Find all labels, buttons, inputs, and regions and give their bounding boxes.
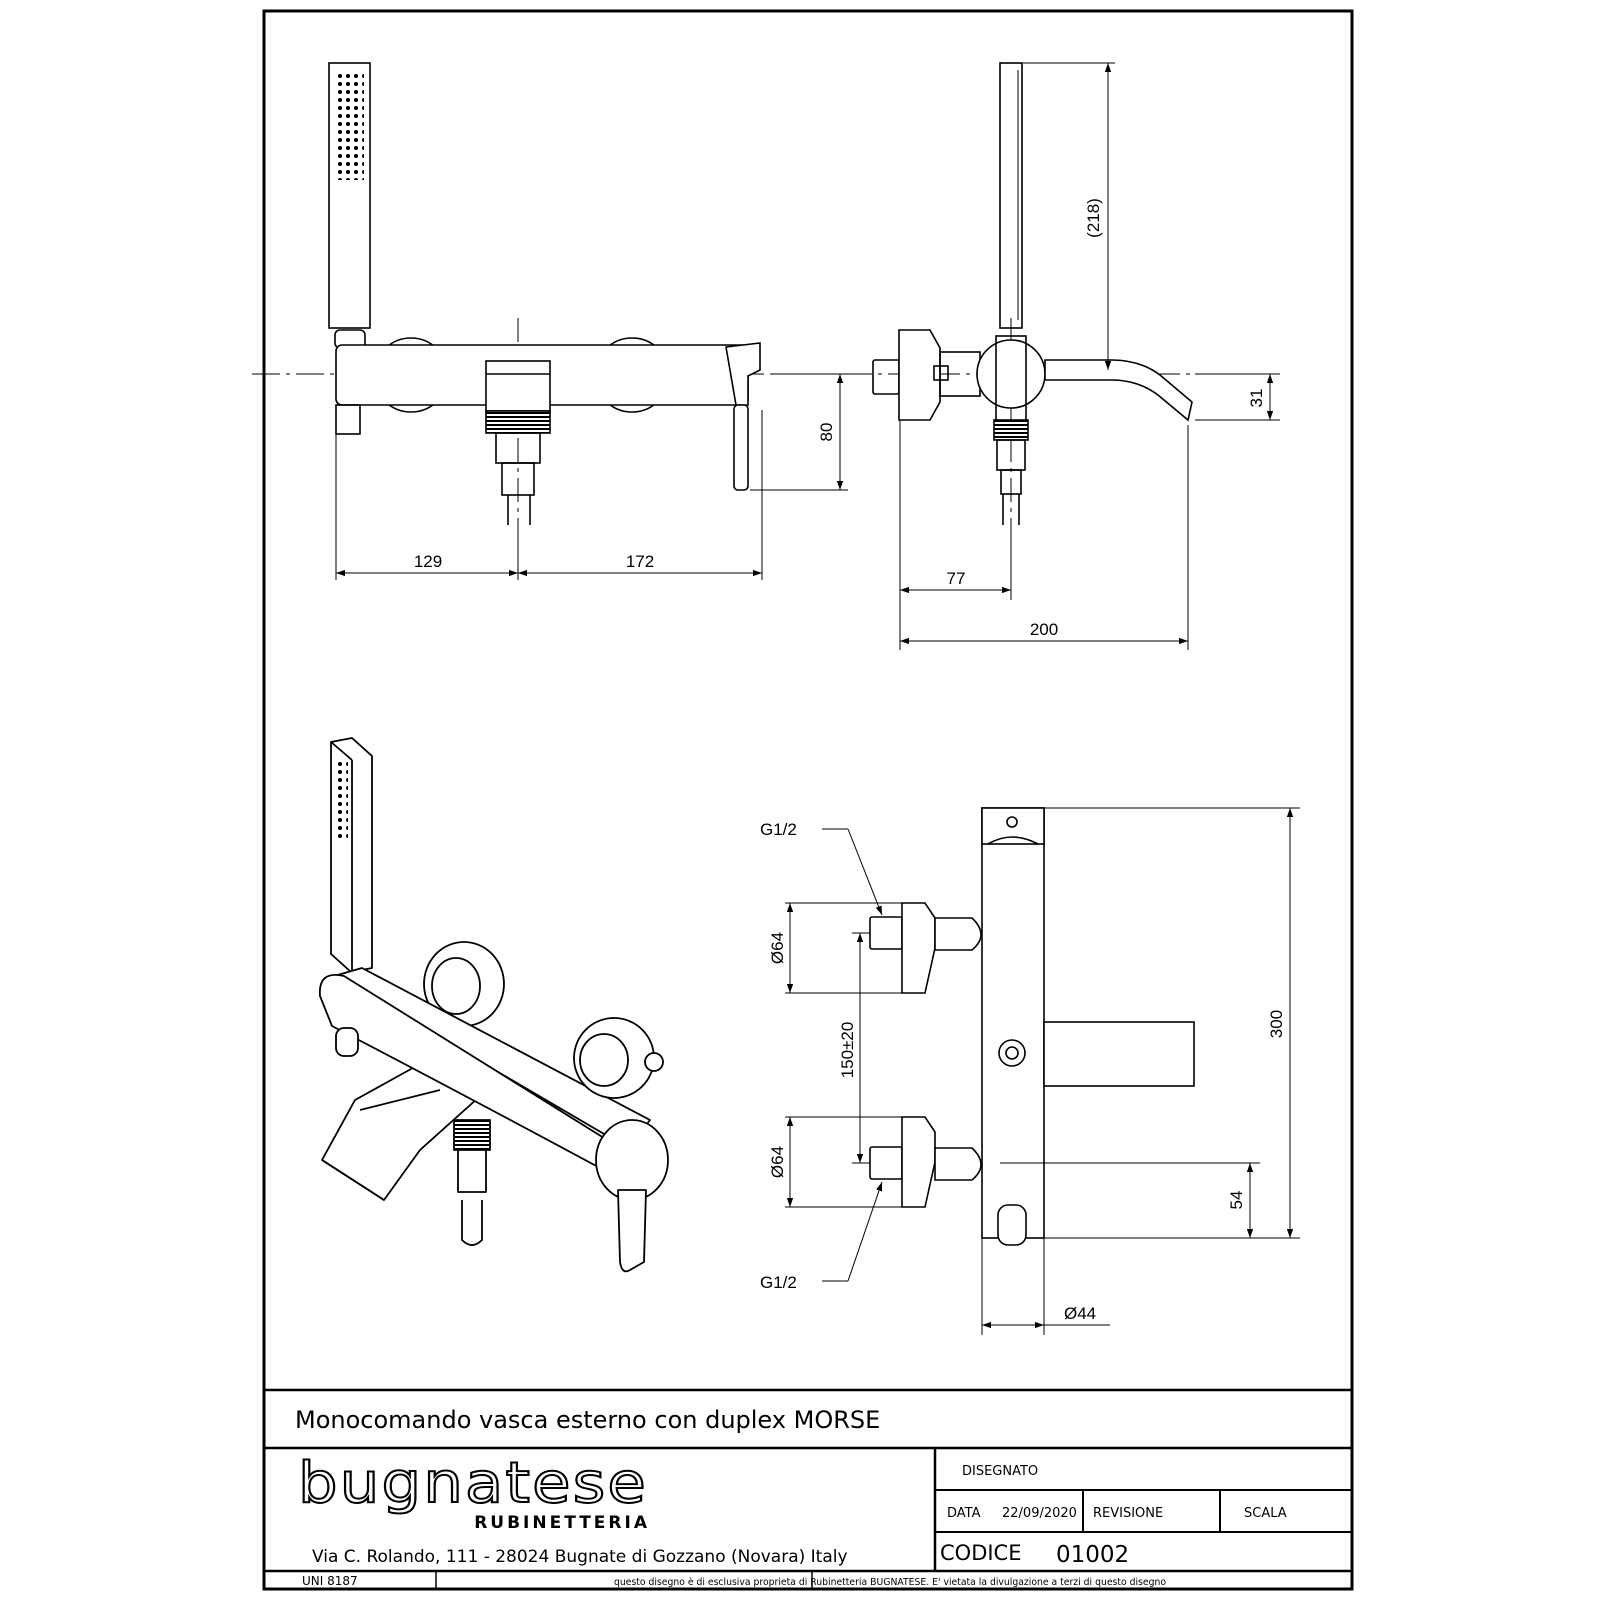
dim-side-hose: (218)	[1084, 198, 1103, 238]
standard-label: UNI 8187	[302, 1574, 358, 1588]
dim-side-spout: 31	[1247, 389, 1266, 408]
dim-front-height: 80	[817, 423, 836, 442]
dim-side-total: 200	[1030, 620, 1058, 639]
dim-front-left: 129	[414, 552, 442, 571]
scala-label: SCALA	[1244, 1506, 1287, 1521]
dim-front-right: 172	[626, 552, 654, 571]
data-label: DATA	[947, 1506, 981, 1521]
side-view-dimensions	[899, 62, 1280, 650]
thread-label-bottom: G1/2	[760, 1273, 797, 1292]
codice-label: CODICE	[940, 1541, 1022, 1565]
title-block	[264, 1388, 1352, 1589]
data-value: 22/09/2020	[1002, 1506, 1077, 1521]
dim-diameter-upper: Ø64	[768, 932, 787, 964]
disegnato-label: DISEGNATO	[962, 1464, 1038, 1479]
dim-body-diameter: Ø44	[1064, 1304, 1096, 1323]
dim-inlet-centers: 150±20	[838, 1022, 857, 1079]
drawing-title: Monocomando vasca esterno con duplex MOR…	[295, 1406, 880, 1434]
side-view	[844, 62, 1200, 525]
dim-diameter-lower: Ø64	[768, 1146, 787, 1178]
thread-label-top: G1/2	[760, 820, 797, 839]
dim-total-height: 300	[1267, 1010, 1286, 1038]
dim-side-depth: 77	[947, 569, 966, 588]
top-view-dimensions	[785, 807, 1300, 1335]
isometric-view	[319, 737, 669, 1273]
disclaimer-text: questo disegno è di esclusiva proprieta …	[614, 1576, 1166, 1588]
top-view	[852, 807, 1195, 1246]
sheet-border	[262, 9, 1354, 1591]
brand-subtitle: RUBINETTERIA	[474, 1513, 650, 1533]
revisione-label: REVISIONE	[1093, 1506, 1163, 1521]
front-view-dimensions	[335, 373, 848, 580]
brand-logo: bugnatese	[298, 1451, 648, 1516]
codice-value: 01002	[1056, 1542, 1129, 1568]
dim-lower-offset: 54	[1227, 1191, 1246, 1210]
front-view	[252, 62, 840, 525]
company-address: Via C. Rolando, 111 - 28024 Bugnate di G…	[312, 1547, 848, 1567]
